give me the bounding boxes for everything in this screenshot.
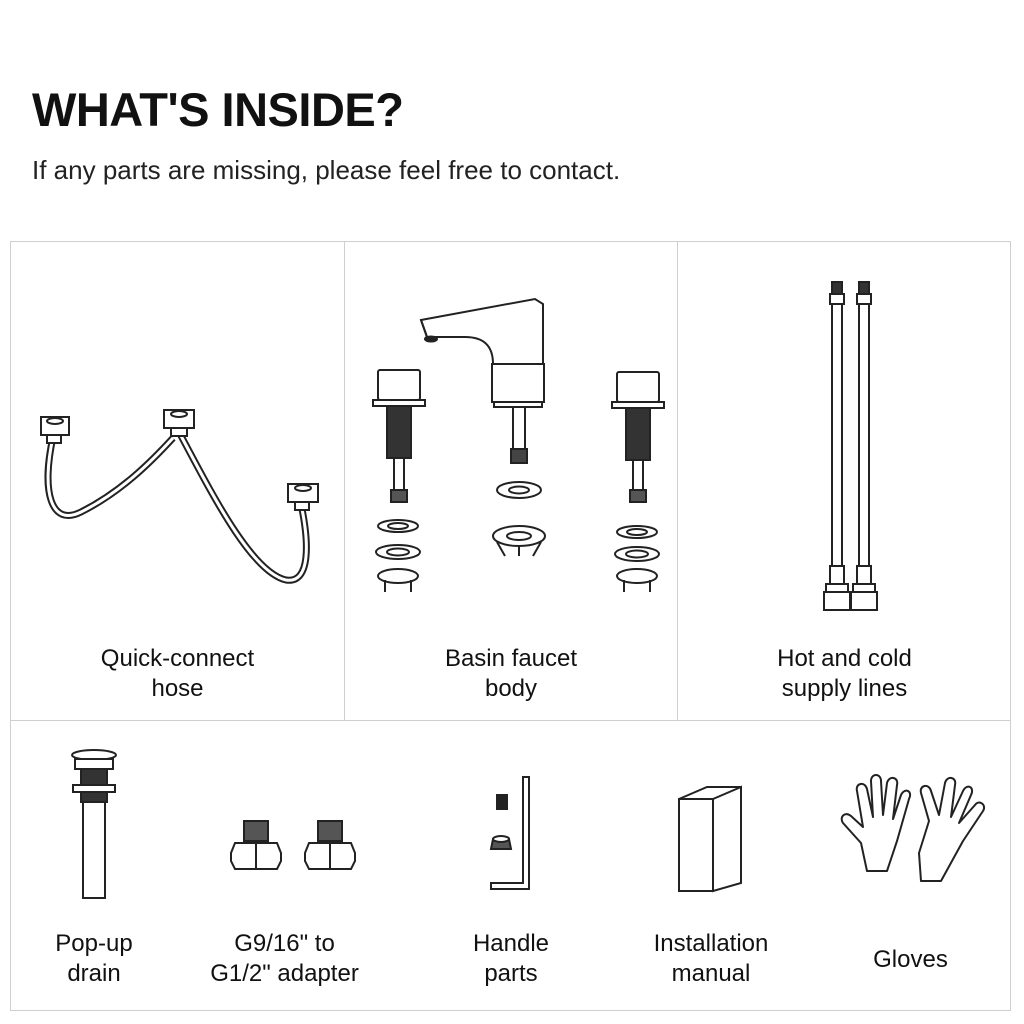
part-installation-manual: Installation manual (611, 721, 811, 1011)
part-label-line2: hose (151, 675, 204, 702)
handle-parts-icon (489, 776, 530, 890)
adapter-icon (230, 820, 356, 870)
divider (344, 242, 345, 720)
part-basin-faucet-body: Basin faucet body (345, 242, 677, 720)
part-label-line1: Hot and cold (777, 645, 912, 672)
part-label-line2: manual (671, 960, 751, 987)
part-label-line2: body (484, 675, 538, 702)
pop-up-drain-icon (71, 749, 117, 899)
part-handle-parts: Handle parts (411, 721, 611, 1011)
part-label-line2: parts (484, 960, 538, 987)
supply-lines-icon (823, 281, 878, 611)
part-label-line1: Installation (653, 930, 769, 957)
part-label-line1: Gloves (873, 946, 948, 973)
part-label-line1: G9/16" to (234, 930, 335, 957)
page-title: WHAT'S INSIDE? (32, 83, 404, 136)
part-adapter: G9/16" to G1/2" adapter (177, 721, 392, 1011)
part-label-line1: Basin faucet (444, 645, 578, 672)
part-gloves: Gloves (811, 721, 1010, 1011)
part-label-line2: G1/2" adapter (210, 960, 359, 987)
part-supply-lines: Hot and cold supply lines (678, 242, 1011, 720)
basin-faucet-body-icon (372, 297, 665, 592)
part-label-line1: Quick-connect (100, 645, 255, 672)
installation-manual-icon (678, 785, 742, 893)
part-label-line2: drain (67, 960, 121, 987)
divider (11, 720, 1010, 721)
part-label-line1: Pop-up (55, 930, 133, 957)
parts-grid: Quick-connect hose (10, 241, 1011, 1011)
part-label-line2: supply lines (781, 675, 908, 702)
quick-connect-hose-icon (40, 409, 319, 584)
part-quick-connect-hose: Quick-connect hose (11, 242, 344, 720)
part-label-line1: Handle (472, 930, 550, 957)
page-subtitle: If any parts are missing, please feel fr… (32, 155, 621, 185)
part-pop-up-drain: Pop-up drain (11, 721, 177, 1011)
gloves-icon (840, 774, 985, 882)
divider (677, 242, 678, 720)
